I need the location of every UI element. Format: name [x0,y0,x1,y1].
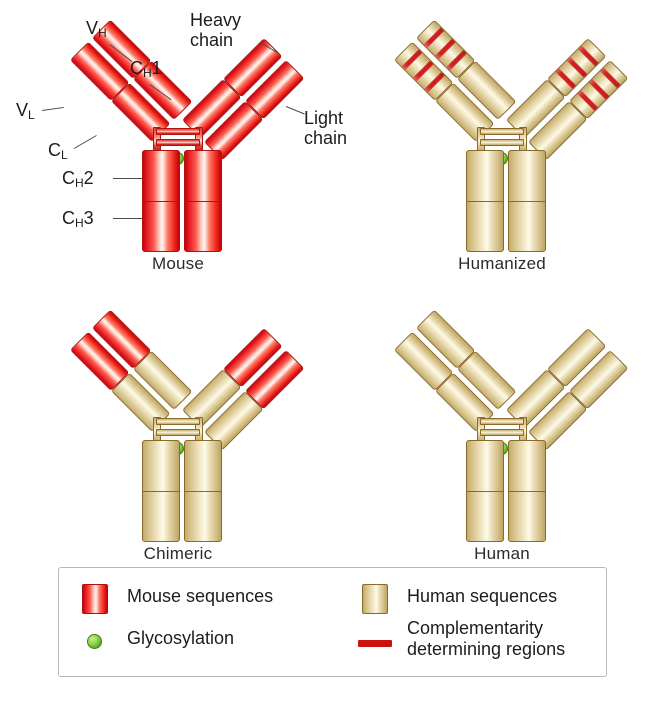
cdr-stripe [566,57,588,78]
disulfide-bar-upper [156,418,200,425]
legend-label-glycosylation: Glycosylation [127,628,235,648]
antibody-diagram-humanized: Humanized [352,19,652,273]
disulfide-bar-lower [480,429,524,436]
cdr-stripe [600,67,621,89]
label-vh: VH [86,18,107,40]
antibody-diagram-mouse: Mouse [28,19,328,273]
label-cl: CL [48,140,68,162]
domain-ch2-right [184,440,222,491]
panel-caption-chimeric: Chimeric [143,544,213,563]
domain-ch3-left [142,491,180,542]
domain-ch3-left [466,201,504,252]
panel-caption-human: Human [474,544,530,563]
legend-label-cdr: Complementarity determining regions [407,618,566,660]
label-ch3: CH3 [62,208,94,230]
domain-ch2-right [184,150,222,201]
cdr-stripe [446,49,467,71]
cdr-stripe [424,71,445,93]
panel-caption-humanized: Humanized [458,254,546,273]
disulfide-bar-upper [480,418,524,425]
domain-ch2-right [508,150,546,201]
domain-ch3-left [466,491,504,542]
label-vl: VL [16,100,35,122]
legend-swatch-human-sequences [362,584,388,614]
disulfide-bar-upper [156,128,200,135]
domain-ch3-left [142,201,180,252]
domain-ch3-right [184,491,222,542]
cdr-stripe [435,38,456,60]
leader-line-ch2 [113,178,142,179]
legend-swatch-glycosylation [87,634,102,649]
legend-swatch-cdr [358,640,392,647]
leader-line-ch3 [113,218,142,219]
cdr-stripe [423,27,445,48]
cdr-stripe [578,45,599,67]
domain-ch3-right [508,491,546,542]
domain-ch2-right [508,440,546,491]
label-light-chain: Light chain [304,108,348,149]
cdr-stripe [401,49,423,70]
cdr-stripe [555,68,577,89]
cdr-stripe [588,79,610,100]
legend-label-mouse-sequences: Mouse sequences [127,586,274,606]
disulfide-bar-lower [156,139,200,146]
antibody-diagram-chimeric: Chimeric [28,309,328,563]
cdr-stripe [577,90,599,111]
label-heavy-chain: Heavy chain [190,10,242,51]
label-ch2: CH2 [62,168,94,190]
antibody-diagram-human: Human [352,309,652,563]
domain-ch2-left [466,150,504,201]
domain-ch3-right [184,201,222,252]
label-ch1: CH1 [130,58,162,80]
legend-swatch-mouse-sequences [82,584,108,614]
domain-ch3-right [508,201,546,252]
domain-ch2-left [466,440,504,491]
disulfide-bar-lower [156,429,200,436]
cdr-stripe [413,60,434,82]
disulfide-bar-upper [480,128,524,135]
legend-box: Mouse sequences Human sequences Glycosyl… [58,567,607,677]
domain-ch2-left [142,150,180,201]
domain-ch2-left [142,440,180,491]
panel-caption-mouse: Mouse [151,254,205,273]
legend-label-human-sequences: Human sequences [407,586,558,606]
disulfide-bar-lower [480,139,524,146]
